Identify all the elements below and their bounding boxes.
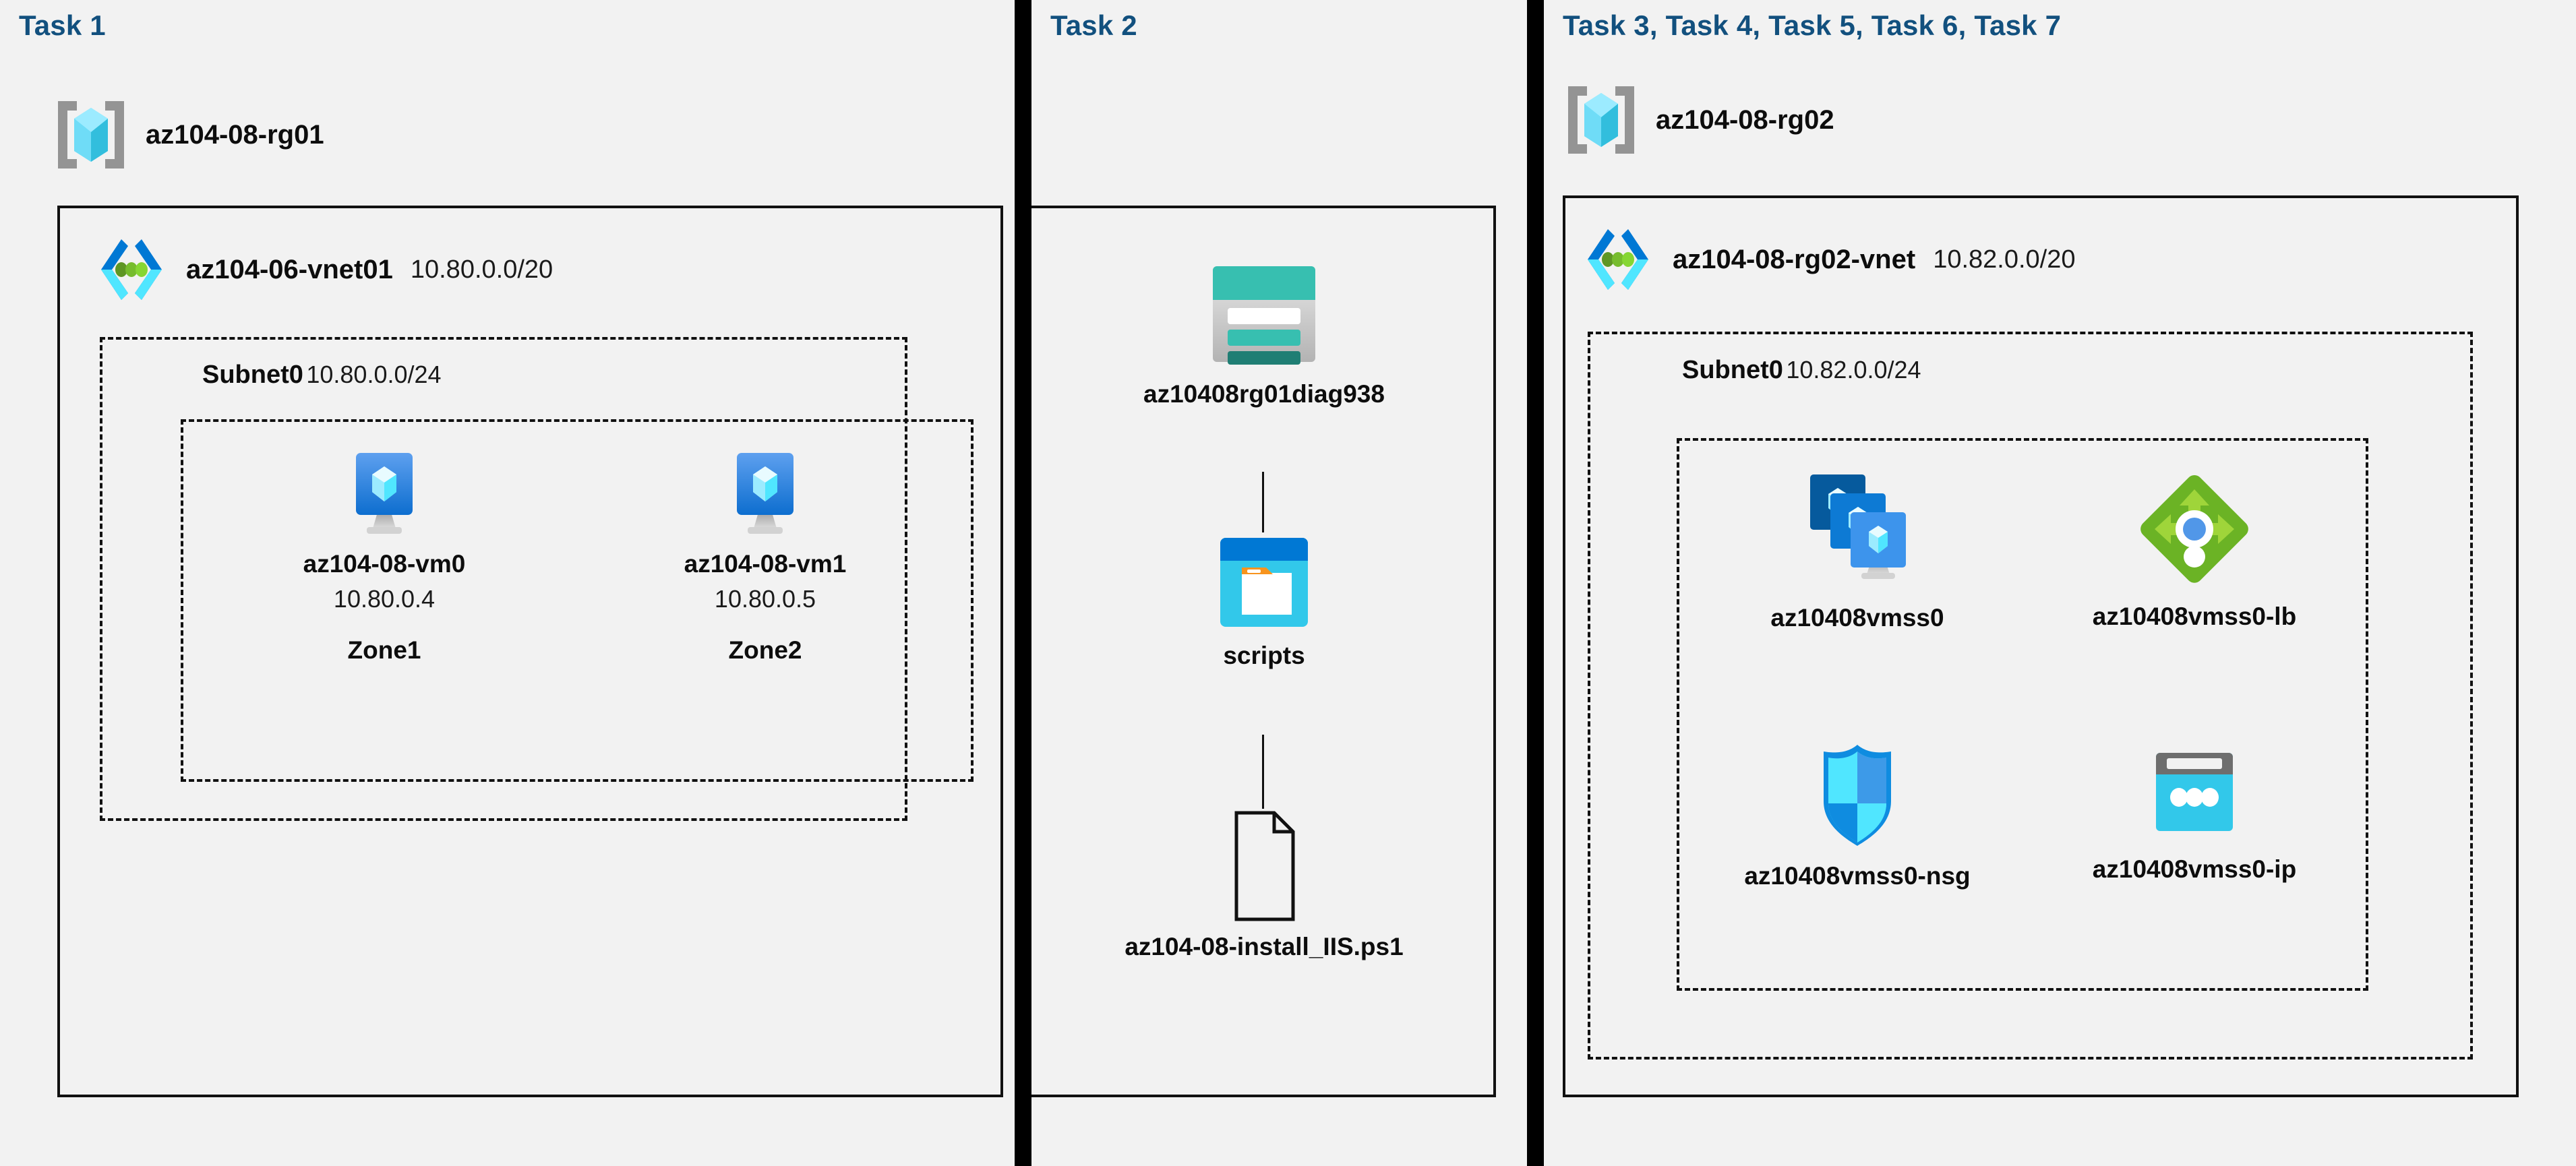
blob-container-icon: [1214, 532, 1315, 632]
vm-node-0[interactable]: az104-08-vm0 10.80.0.4 Zone1: [263, 446, 506, 665]
subnet-cidr: 10.80.0.0/24: [306, 361, 442, 388]
panel-task3: Task 3, Task 4, Task 5, Task 6, Task 7 a…: [1544, 0, 2576, 1166]
resource-group-icon: [54, 94, 128, 175]
storage-account-name: az10408rg01diag938: [1143, 380, 1385, 408]
public-ip-name: az10408vmss0-ip: [2092, 855, 2297, 883]
vm-ip: 10.80.0.4: [333, 585, 436, 613]
vm-scale-set-icon: [1790, 465, 1925, 594]
task1-header: Task 1: [19, 9, 106, 41]
subnet-name: Subnet0: [1682, 356, 1783, 384]
subnet-name: Subnet0: [202, 361, 303, 389]
load-balancer-node[interactable]: az10408vmss0-lb: [2049, 465, 2339, 631]
panel-task1: Task 1 az104-08-rg01: [0, 0, 1015, 1166]
resource-group-name: az104-08-rg02: [1656, 104, 1834, 135]
resource-group-icon: [1564, 80, 1638, 160]
script-file-name: az104-08-install_IIS.ps1: [1125, 933, 1404, 960]
file-icon: [1220, 809, 1308, 923]
vnet-az104-06-vnet01: az104-06-vnet01 10.80.0.0/20: [94, 233, 553, 307]
vnet-box-task3: [1563, 195, 2519, 1097]
vm-node-1[interactable]: az104-08-vm1 10.80.0.5 Zone2: [644, 446, 887, 665]
vm-group-box-task1: [181, 419, 974, 782]
vnet-box-task1: [57, 206, 1003, 1097]
vmss-node[interactable]: az10408vmss0: [1716, 465, 1999, 632]
virtual-network-icon: [1581, 222, 1655, 297]
vm-name: az104-08-vm0: [303, 550, 466, 578]
connector-storage-to-container: [1262, 472, 1264, 532]
panel-divider-2: [1527, 0, 1544, 1166]
vnet-az104-08-rg02-vnet: az104-08-rg02-vnet 10.82.0.0/20: [1581, 222, 2076, 297]
resource-group-rg01: az104-08-rg01: [54, 94, 324, 175]
network-security-group-icon: [1807, 738, 1908, 853]
subnet-box-task1: [100, 337, 907, 821]
connector-container-to-file: [1262, 735, 1264, 809]
vm-ip: 10.80.0.5: [714, 585, 816, 613]
subnet-label-task1: Subnet0 10.80.0.0/24: [202, 361, 442, 390]
script-file-node[interactable]: az104-08-install_IIS.ps1: [1125, 809, 1404, 961]
load-balancer-icon: [2130, 465, 2258, 593]
vm-name: az104-08-vm1: [684, 550, 847, 578]
task2-header: Task 2: [1050, 9, 1137, 41]
resource-group-name: az104-08-rg01: [146, 119, 324, 150]
panel-task2: Task 2 az10408rg01diag938: [1031, 0, 1527, 1166]
vnet-cidr: 10.82.0.0/20: [1933, 245, 2076, 274]
virtual-network-icon: [94, 233, 169, 307]
subnet-box-task3: [1588, 332, 2473, 1060]
virtual-machine-icon: [721, 446, 810, 541]
blob-container-name: scripts: [1223, 642, 1305, 669]
nsg-node[interactable]: az10408vmss0-nsg: [1716, 738, 1999, 890]
virtual-machine-icon: [340, 446, 429, 541]
public-ip-node[interactable]: az10408vmss0-ip: [2049, 738, 2339, 884]
task3-header: Task 3, Task 4, Task 5, Task 6, Task 7: [1563, 9, 2062, 41]
storage-account-icon: [1203, 259, 1325, 371]
vmss-name: az10408vmss0: [1770, 604, 1944, 632]
vm-zone: Zone1: [347, 636, 421, 664]
public-ip-address-icon: [2144, 738, 2245, 846]
panel-divider-1: [1015, 0, 1031, 1166]
vm-zone: Zone2: [728, 636, 802, 664]
nsg-name: az10408vmss0-nsg: [1744, 862, 1971, 890]
blob-container-node[interactable]: scripts: [1143, 532, 1385, 670]
vnet-name: az104-06-vnet01: [186, 254, 393, 284]
resource-group-rg02: az104-08-rg02: [1564, 80, 1834, 160]
load-balancer-name: az10408vmss0-lb: [2092, 603, 2297, 630]
vnet-cidr: 10.80.0.0/20: [410, 255, 553, 284]
resource-group-box-task3: [1677, 438, 2368, 991]
subnet-cidr: 10.82.0.0/24: [1786, 356, 1921, 383]
subnet-label-task3: Subnet0 10.82.0.0/24: [1682, 356, 1921, 385]
storage-account-node[interactable]: az10408rg01diag938: [1143, 259, 1385, 408]
vnet-name: az104-08-rg02-vnet: [1673, 244, 1916, 274]
